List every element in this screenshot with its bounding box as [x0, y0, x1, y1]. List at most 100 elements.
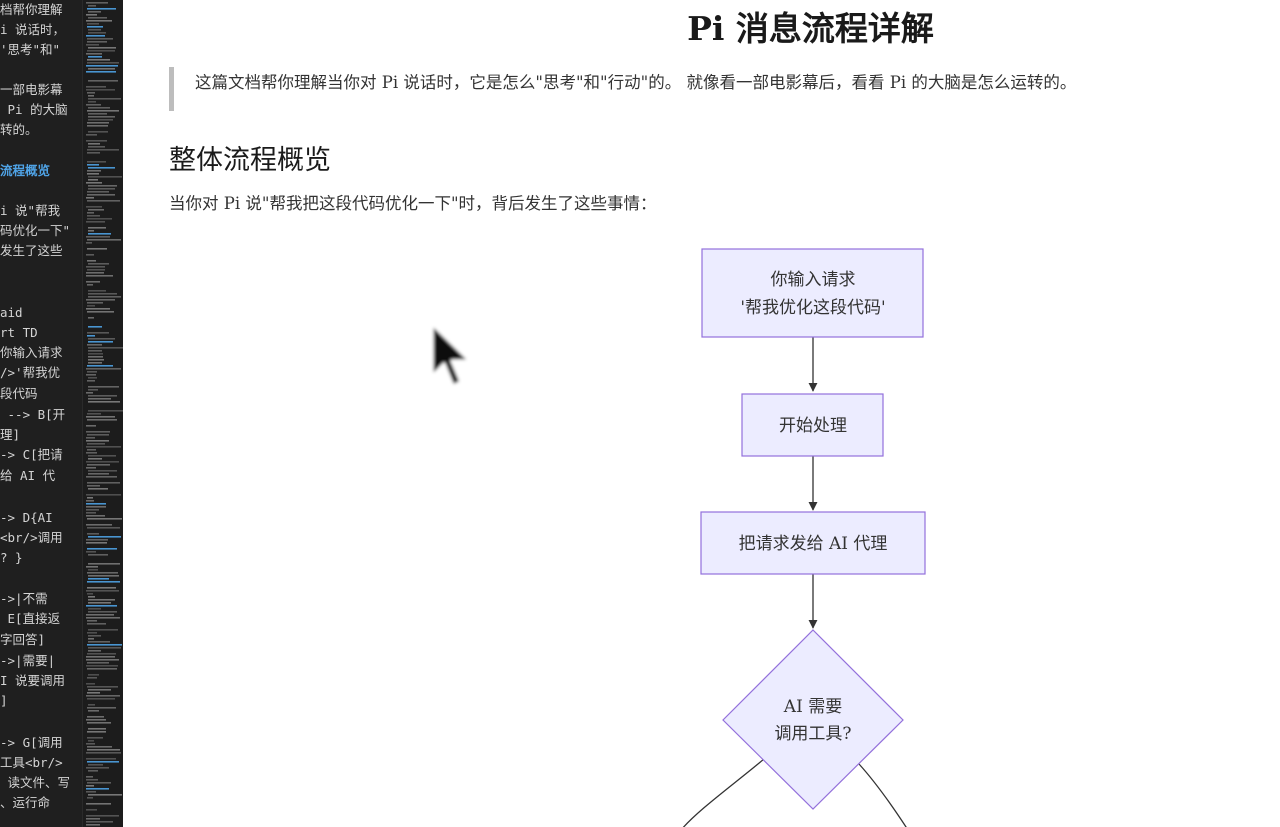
minimap-line	[87, 698, 115, 700]
minimap-line	[86, 266, 105, 268]
minimap-line	[86, 86, 106, 88]
code-line: aid	[0, 305, 23, 320]
minimap-line	[87, 518, 122, 520]
minimap-line	[88, 209, 104, 211]
minimap-line	[86, 788, 109, 790]
minimap-line	[86, 431, 110, 433]
minimap-line	[87, 269, 105, 271]
minimap-line	[88, 146, 105, 148]
minimap-line	[88, 794, 122, 796]
minimap-line	[88, 389, 98, 391]
minimap-line	[86, 476, 117, 478]
minimap-line	[87, 749, 120, 751]
minimap-line	[87, 92, 95, 94]
minimap-line	[87, 218, 112, 220]
minimap-line	[88, 386, 119, 388]
minimap-line	[87, 152, 100, 154]
minimap-line	[87, 365, 113, 367]
flow-node-send-to-agent: 把请求发给 AI 代理	[700, 511, 926, 575]
minimap-line	[87, 653, 116, 655]
code-line: 一部电影幕	[0, 82, 63, 97]
minimap-line	[88, 143, 100, 145]
minimap-line	[88, 458, 102, 460]
minimap-line	[86, 197, 94, 199]
minimap-line	[87, 572, 118, 574]
minimap-line	[88, 398, 111, 400]
minimap-line	[88, 362, 102, 364]
minimap-line	[88, 629, 118, 631]
minimap-line	[86, 134, 97, 136]
mouse-cursor-icon	[430, 322, 472, 388]
minimap-line	[86, 785, 94, 787]
minimap-line	[88, 227, 106, 229]
minimap-line	[87, 23, 99, 25]
document-title: Pi 消息流程详解	[687, 9, 934, 48]
minimap-line	[88, 596, 95, 598]
markdown-preview-pane: Pi 消息流程详解 这篇文档帮你理解当你对 Pi 说话时，它是怎么"思考"和"行…	[123, 0, 1280, 827]
minimap-line	[87, 200, 120, 202]
minimap-line	[86, 104, 101, 106]
code-line: i 说"帮我	[0, 203, 61, 218]
minimap-line	[87, 212, 94, 214]
minimap-line	[86, 515, 105, 517]
minimap-line	[87, 110, 119, 112]
minimap-line	[88, 710, 99, 712]
minimap-line	[87, 59, 110, 61]
minimap-line	[86, 551, 96, 553]
minimap-line	[86, 767, 109, 769]
minimap-line	[88, 293, 117, 295]
code-line: 工具<br/>	[0, 755, 63, 770]
minimap-line	[86, 272, 104, 274]
minimap-line	[88, 179, 98, 181]
minimap-line	[88, 455, 116, 457]
minimap-line	[87, 170, 101, 172]
minimap-line	[88, 650, 101, 652]
minimap-line	[88, 569, 98, 571]
minimap-line	[88, 608, 101, 610]
minimap-line	[86, 590, 119, 592]
minimap-line	[86, 779, 98, 781]
minimap-line	[86, 440, 109, 442]
minimap-line	[86, 182, 102, 184]
minimap-line	[88, 350, 102, 352]
minimap-line	[86, 566, 98, 568]
minimap-line	[86, 776, 93, 778]
minimap-line	[88, 740, 94, 742]
code-line: <br/>调用	[0, 530, 63, 545]
minimap-line	[87, 161, 106, 163]
minimap-line	[87, 215, 100, 217]
minimap-line	[87, 782, 111, 784]
minimap-line	[88, 410, 123, 412]
minimap-line	[88, 602, 111, 604]
minimap-line	[86, 425, 96, 427]
minimap-line	[87, 194, 115, 196]
minimap-line	[87, 623, 106, 625]
code-line: 、运行命	[0, 795, 51, 810]
minimap-line	[88, 470, 117, 472]
minimap-line	[86, 461, 119, 463]
code-line: -> C[把请	[0, 447, 63, 462]
minimap-line	[88, 728, 106, 730]
minimap-line	[87, 38, 113, 40]
minimap-line	[86, 467, 96, 469]
minimap-line	[88, 296, 121, 298]
minimap-line	[88, 47, 116, 49]
minimap-line	[86, 14, 97, 16]
intro-blockquote: 这篇文档帮你理解当你对 Pi 说话时，它是怎么"思考"和"行动"的。 就像看一部…	[169, 67, 1169, 111]
minimap-line	[86, 791, 96, 793]
minimap-line	[87, 371, 97, 373]
blockquote-text: 这篇文档帮你理解当你对 Pi 说话时，它是怎么"思考"和"行动"的。 就像看一部…	[195, 73, 1077, 92]
minimap-line	[86, 368, 121, 370]
minimap-line	[88, 689, 111, 691]
minimap-line	[88, 770, 98, 772]
minimap-line	[86, 824, 100, 826]
code-line: -> G[调用	[0, 735, 63, 750]
minimap-line	[86, 494, 121, 496]
minimap-line	[86, 665, 118, 667]
minimap-line	[86, 821, 113, 823]
code-line: E[直接返	[0, 611, 61, 626]
minimap-line	[86, 524, 112, 526]
minimap[interactable]	[82, 0, 123, 827]
